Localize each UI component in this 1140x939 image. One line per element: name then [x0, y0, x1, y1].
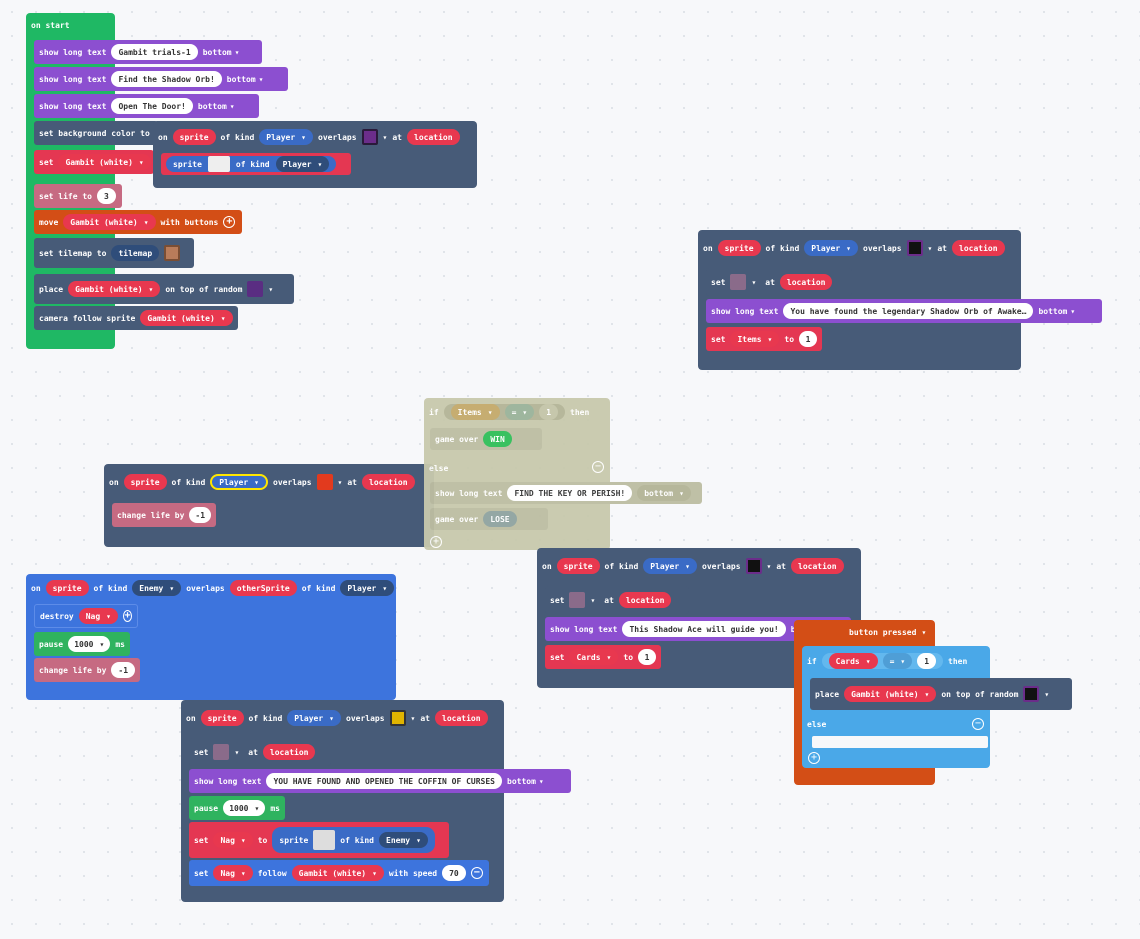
set-items[interactable]: setItemsto1	[706, 327, 822, 351]
change-life-1[interactable]: change life by-1	[112, 503, 216, 527]
coffin-tile-icon[interactable]	[389, 710, 406, 726]
tilemap-thumbnail[interactable]	[164, 245, 181, 261]
button-pressed-label: button pressed▾	[849, 627, 927, 637]
else-label: else	[429, 463, 449, 473]
chevron-down-icon[interactable]: ▾	[927, 243, 933, 253]
if-cards-header: if Cards=1 then	[802, 649, 972, 673]
tile-icon[interactable]	[213, 744, 230, 760]
plus-icon[interactable]: +	[808, 752, 820, 764]
plus-icon[interactable]: +	[123, 610, 132, 622]
chevron-down-icon[interactable]: ▾	[382, 132, 388, 142]
empty-slot	[812, 736, 988, 748]
tile-icon[interactable]	[1023, 686, 1040, 702]
tile-icon[interactable]	[906, 240, 923, 256]
minus-icon[interactable]: −	[972, 718, 984, 730]
tile-icon[interactable]	[361, 129, 378, 145]
chevron-down-icon[interactable]: ▾	[766, 561, 772, 571]
tile-icon[interactable]	[730, 274, 747, 290]
set-cards[interactable]: setCardsto1	[545, 645, 661, 669]
chevron-down-icon[interactable]: ▾	[1044, 689, 1050, 699]
on-start-label: on start	[31, 20, 70, 30]
lava-tile-icon[interactable]	[316, 474, 333, 490]
set-bg-color[interactable]: set background color to	[34, 121, 158, 145]
chevron-down-icon[interactable]: ▾	[337, 477, 343, 487]
plus-icon[interactable]: +	[430, 536, 442, 548]
sprite-thumbnail[interactable]	[207, 156, 230, 172]
minus-icon[interactable]: −	[470, 867, 483, 879]
tile-icon[interactable]	[247, 281, 264, 297]
chevron-down-icon[interactable]: ▾	[268, 284, 274, 294]
sprite-thumbnail[interactable]	[313, 830, 336, 850]
chevron-down-icon[interactable]: ▾	[921, 627, 927, 637]
pause-2[interactable]: pause1000ms	[189, 796, 285, 820]
minus-icon[interactable]: −	[592, 461, 604, 473]
pause-1[interactable]: pause1000ms	[34, 632, 130, 656]
if-header: if Items=1 then	[424, 400, 594, 424]
change-life-2[interactable]: change life by-1	[34, 658, 140, 682]
plus-icon[interactable]: +	[223, 216, 236, 228]
chevron-down-icon[interactable]: ▾	[410, 713, 416, 723]
tile-icon[interactable]	[569, 592, 586, 608]
tile-icon[interactable]	[745, 558, 762, 574]
else-label: else	[807, 719, 827, 729]
